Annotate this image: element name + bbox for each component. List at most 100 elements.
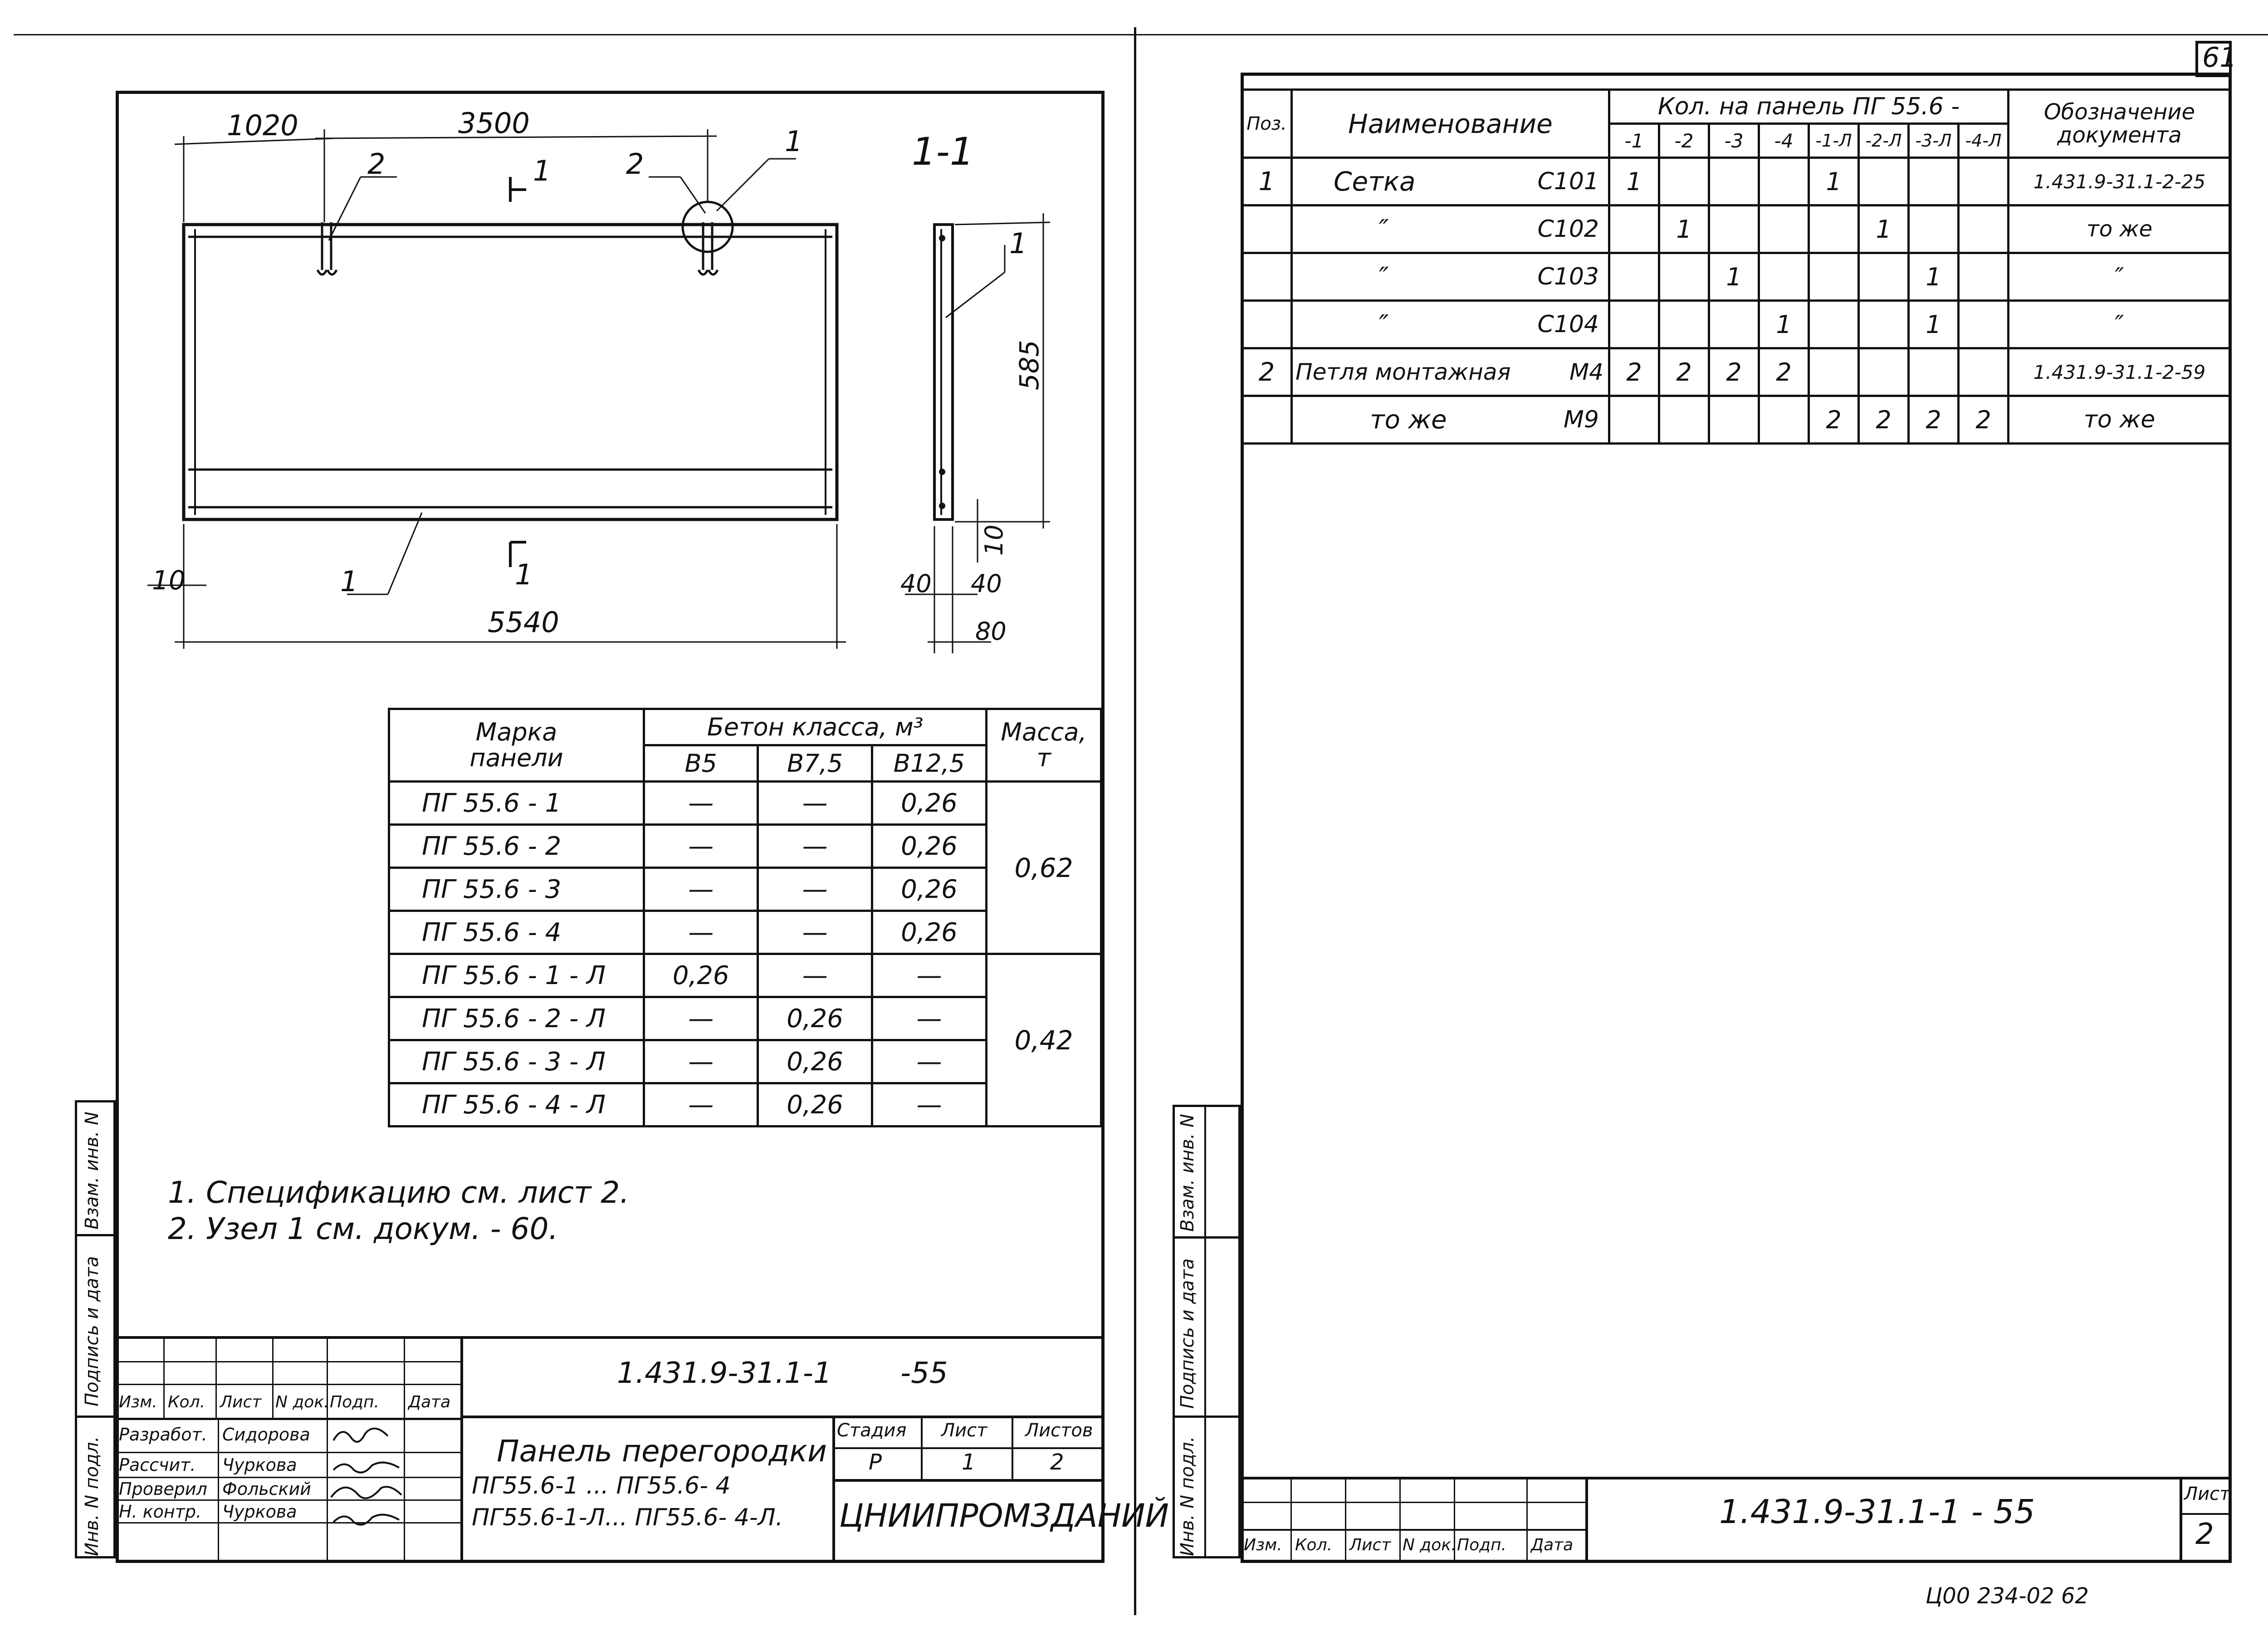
th-var-2l: -2-Л: [1857, 122, 1910, 159]
right-side-strip: [1173, 1105, 1241, 1558]
th-var-3: -3: [1708, 122, 1760, 159]
tb-head-ndok: N док.: [275, 1393, 329, 1411]
rtb-head-izm: Изм.: [1244, 1536, 1282, 1554]
section-title: 1-1: [912, 129, 974, 174]
th-qty: Кол. на панель ПГ 55.6 -: [1608, 88, 2009, 125]
dim-10-left: 10: [152, 565, 186, 596]
tb-sheet: 1: [962, 1450, 976, 1475]
rtb-sheet: 2: [2195, 1518, 2214, 1551]
table-row: 2 Петля монтажная М4 2 2 2 2 1.431.9-31.…: [1241, 347, 2232, 397]
tb-head-podp: Подп.: [330, 1393, 379, 1411]
section-view: [933, 223, 954, 521]
th-var-2: -2: [1658, 122, 1710, 159]
bottom-stamp: Ц00 234-02 62: [1926, 1583, 2089, 1609]
tb-suffix: -55: [900, 1357, 948, 1390]
tb-role-4: Н. контр.: [119, 1502, 202, 1522]
table-row-mark: ПГ 55.6 - 4 - Л: [387, 1082, 645, 1127]
dim-3500: 3500: [458, 107, 530, 140]
rtb-head-ndok: N док.: [1403, 1536, 1457, 1554]
spec-table: Поз. Наименование Кол. на панель ПГ 55.6…: [1241, 88, 2232, 445]
tb-org: ЦНИИПРОМЗДАНИЙ: [839, 1497, 1169, 1534]
sec-leader-1: 1: [1009, 227, 1027, 260]
tb-title-2: ПГ55.6-1 ... ПГ55.6- 4: [472, 1472, 731, 1499]
table-row: ″ С103 1 1 ″: [1241, 252, 2232, 302]
rtb-sheet-label: Лист: [2184, 1484, 2230, 1504]
th-doc: Обозначение документа: [2007, 88, 2232, 159]
th-b5: B5: [643, 744, 759, 783]
table-row: то же М9 2 2 2 2 то же: [1241, 395, 2232, 445]
side-label-sign: Подпись и дата: [82, 1256, 103, 1406]
tb-head-list: Лист: [220, 1393, 262, 1411]
dim-5540: 5540: [488, 606, 559, 639]
section-mark-bottom: 1: [515, 558, 533, 591]
table-row-mark: ПГ 55.6 - 3: [387, 867, 645, 912]
tb-name-1: Сидорова: [222, 1425, 310, 1445]
side-label-replace: Взам. инв. N: [82, 1112, 103, 1229]
side-label-inv: Инв. N подл.: [1177, 1436, 1198, 1556]
tb-role-2: Рассчит.: [119, 1455, 196, 1475]
tb-role-1: Разработ.: [119, 1425, 207, 1445]
tb-name-3: Фольский: [222, 1479, 311, 1499]
th-mass: Масса, т: [985, 708, 1102, 783]
tb-stage-label: Стадия: [837, 1420, 907, 1441]
sec-dim-10: 10: [980, 524, 1008, 556]
rtb-code: 1.431.9-31.1-1 - 55: [1719, 1493, 2035, 1531]
rtb-head-list: Лист: [1349, 1536, 1391, 1554]
tb-role-3: Проверил: [119, 1479, 207, 1499]
sec-dim-585: 585: [1014, 340, 1045, 390]
corner-sheet-box: [2195, 41, 2232, 77]
table-row-mark: ПГ 55.6 - 4: [387, 910, 645, 955]
th-var-3l: -3-Л: [1907, 122, 1960, 159]
tb-sheet-label: Лист: [941, 1420, 987, 1441]
table-row-mark: ПГ 55.6 - 1 - Л: [387, 953, 645, 998]
tb-title-1: Панель перегородки: [497, 1434, 827, 1469]
th-mark: Марка панели: [387, 708, 645, 783]
tb-sheets-label: Листов: [1025, 1420, 1093, 1441]
panel-outline: [182, 223, 839, 521]
panel-drawing: [147, 129, 1051, 653]
th-var-4l: -4-Л: [1957, 122, 2009, 159]
table-row: ″ С102 1 1 то же: [1241, 204, 2232, 254]
left-side-strip: [75, 1100, 116, 1558]
table-row-mark: ПГ 55.6 - 1: [387, 780, 645, 826]
sec-dim-40-right: 40: [971, 569, 1002, 598]
table-row-mark: ПГ 55.6 - 2: [387, 823, 645, 869]
section-mark-top: 1: [533, 154, 551, 187]
tb-code: 1.431.9-31.1-1: [617, 1357, 832, 1390]
tb-title-3: ПГ55.6-1-Л... ПГ55.6- 4-Л.: [472, 1504, 783, 1531]
table-row: ″ С104 1 1 ″: [1241, 299, 2232, 349]
mass-group-1: 0,62: [985, 780, 1102, 955]
rtb-head-podp: Подп.: [1457, 1536, 1506, 1554]
rtb-head-data: Дата: [1531, 1536, 1574, 1554]
leader-1-top: 1: [785, 125, 803, 158]
th-pos: Поз.: [1241, 88, 1293, 159]
side-label-replace: Взам. инв. N: [1177, 1114, 1198, 1232]
note-1: 1. Спецификацию см. лист 2.: [168, 1175, 630, 1210]
tb-head-izm: Изм.: [119, 1393, 157, 1411]
th-b125: B12,5: [870, 744, 988, 783]
table-row-mark: ПГ 55.6 - 3 - Л: [387, 1039, 645, 1084]
leader-2b: 2: [626, 147, 644, 181]
th-var-4: -4: [1758, 122, 1810, 159]
side-label-inv: Инв. N подл.: [82, 1436, 103, 1556]
leader-2a: 2: [367, 147, 386, 181]
signatures: [330, 1427, 402, 1526]
tb-stage: Р: [869, 1450, 882, 1475]
right-sheet-frame: [1241, 73, 2232, 1563]
concrete-table: Марка панели Бетон класса, м³ Масса, т B…: [387, 708, 1102, 1127]
tb-sheets: 2: [1050, 1450, 1064, 1475]
th-concrete: Бетон класса, м³: [643, 708, 988, 746]
top-edge: [14, 34, 2268, 35]
th-name: Наименование: [1290, 88, 1610, 159]
dim-1020: 1020: [227, 109, 298, 142]
corner-sheet-number: 61: [2202, 42, 2237, 73]
table-row: 1 Сетка С101 1 1 1.431.9-31.1-2-25: [1241, 157, 2232, 206]
leader-1-bottom: 1: [340, 565, 358, 598]
tb-head-data: Дата: [408, 1393, 451, 1411]
tb-name-2: Чуркова: [222, 1455, 297, 1475]
th-b75: B7,5: [757, 744, 873, 783]
rtb-head-kol: Кол.: [1295, 1536, 1333, 1554]
sec-dim-80: 80: [975, 617, 1007, 646]
tb-head-kol: Кол.: [168, 1393, 205, 1411]
table-row-mark: ПГ 55.6 - 2 - Л: [387, 996, 645, 1041]
